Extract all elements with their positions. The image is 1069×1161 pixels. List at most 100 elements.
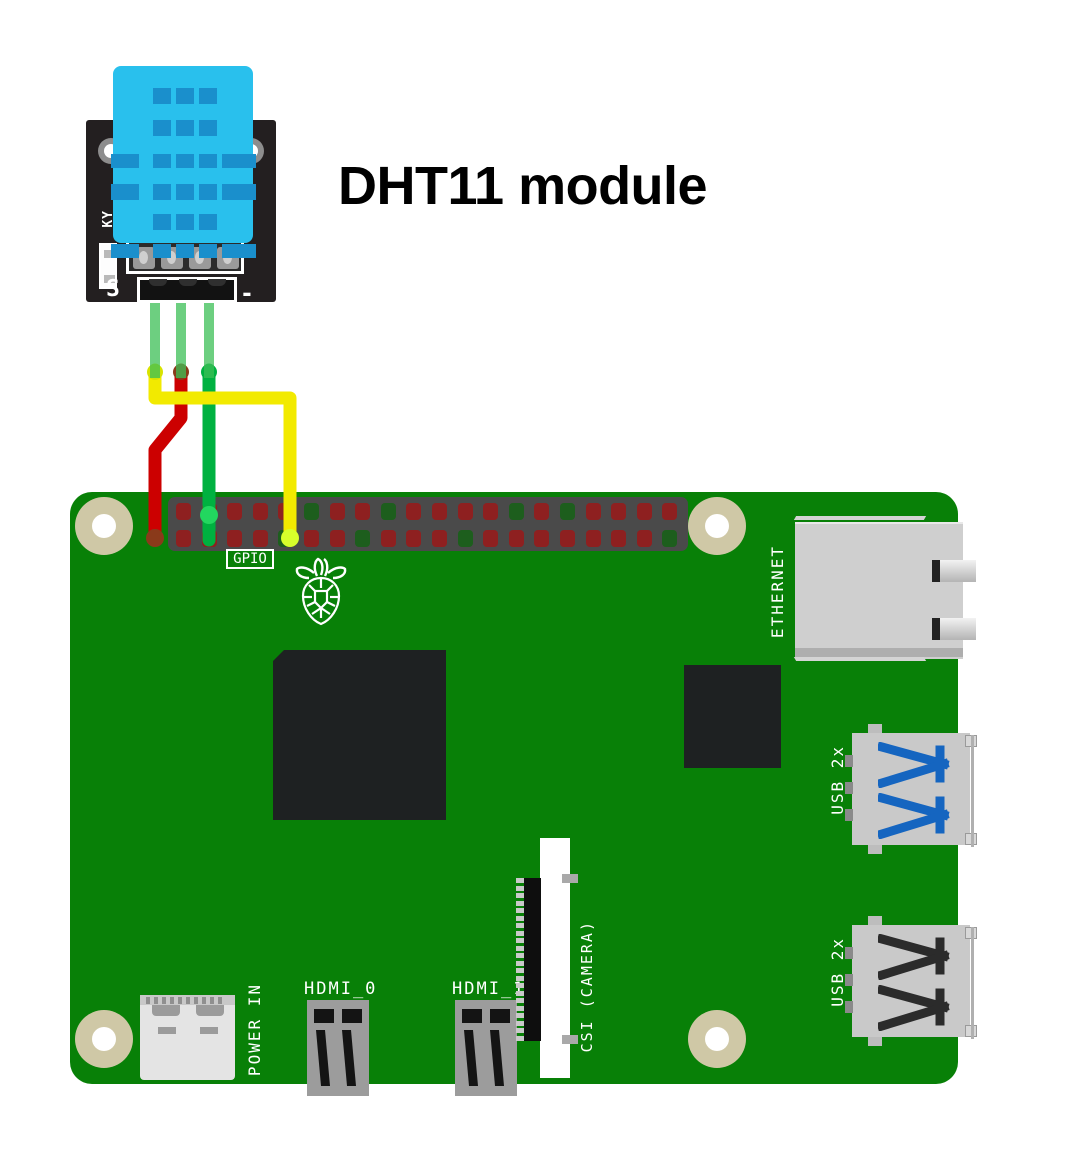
- gpio-pin[interactable]: [252, 530, 268, 547]
- gpio-pin[interactable]: [662, 530, 678, 547]
- dht11-vent: [199, 214, 217, 230]
- gpio-pin[interactable]: [380, 530, 396, 547]
- hdmi1-slot-right: [490, 1009, 510, 1023]
- usb3-tab-bottom: [868, 845, 882, 854]
- gpio-label: GPIO: [226, 549, 274, 569]
- csi-pin-tick: [516, 878, 524, 883]
- hdmi1-port[interactable]: [455, 1000, 517, 1096]
- usbc-tooth: [194, 997, 198, 1004]
- csi-pin-tick: [516, 975, 524, 981]
- gpio-pin[interactable]: [585, 503, 601, 520]
- power-in-label: POWER IN: [245, 983, 264, 1077]
- csi-pin-tick: [516, 1028, 524, 1033]
- csi-pin-tick: [516, 900, 524, 906]
- dht11-vent: [111, 154, 139, 168]
- usb3-pin-3: [845, 809, 853, 821]
- mounting-hole-bottom-left: [75, 1010, 133, 1068]
- gpio-pin[interactable]: [304, 530, 319, 547]
- dht11-vent: [222, 154, 256, 168]
- gpio-pin[interactable]: [560, 530, 575, 547]
- dht11-vent: [153, 120, 171, 136]
- gpio-pin[interactable]: [176, 503, 191, 520]
- dht11-vent: [153, 184, 171, 200]
- gpio-pin[interactable]: [611, 503, 627, 520]
- csi-camera-connector-body: [524, 878, 541, 1041]
- csi-tab-top: [562, 874, 578, 883]
- gpio-pin[interactable]: [483, 503, 499, 520]
- dht11-vent: [222, 244, 256, 258]
- gpio-pin[interactable]: [432, 503, 447, 520]
- usb2-connector-lower: [876, 984, 962, 1035]
- dht11-vent: [111, 244, 139, 258]
- csi-pin-tick: [516, 923, 524, 928]
- gpio-pin[interactable]: [534, 530, 550, 547]
- usbc-clip-right: [196, 1005, 224, 1016]
- gpio-pin[interactable]: [355, 530, 371, 547]
- gpio-pin[interactable]: [176, 530, 191, 547]
- dht11-side-text-label: KY: [101, 210, 116, 228]
- csi-pin-tick: [516, 960, 524, 966]
- csi-pin-tick: [516, 953, 524, 958]
- gpio-pin[interactable]: [534, 503, 550, 520]
- mounting-hole-top-right: [688, 497, 746, 555]
- gpio-pin[interactable]: [560, 503, 575, 520]
- dht-leg-1: [150, 300, 160, 378]
- gpio-pin[interactable]: [508, 503, 524, 520]
- soc-chip: [273, 650, 446, 820]
- gpio-pin[interactable]: [380, 503, 396, 520]
- hdmi0-slot-right: [342, 1009, 362, 1023]
- power-in-port[interactable]: [140, 995, 235, 1080]
- usb2-pin-3: [845, 1001, 853, 1013]
- gpio-pin[interactable]: [457, 530, 473, 547]
- dht11-vent: [153, 214, 171, 230]
- gpio-pin[interactable]: [227, 503, 243, 520]
- hdmi0-slot-left: [314, 1009, 334, 1023]
- usbc-tooth: [218, 997, 222, 1004]
- gpio-pin[interactable]: [508, 530, 524, 547]
- gpio-pin[interactable]: [252, 503, 268, 520]
- gpio-pin[interactable]: [355, 503, 371, 520]
- dht11-vent: [199, 154, 217, 168]
- gpio-pin[interactable]: [406, 530, 422, 547]
- gpio-pin[interactable]: [483, 530, 499, 547]
- dht-leg-3: [204, 300, 214, 378]
- gpio-pin[interactable]: [227, 530, 243, 547]
- wiring-harness: [146, 363, 299, 547]
- csi-pin-tick: [516, 1035, 524, 1041]
- hdmi0-port[interactable]: [307, 1000, 369, 1096]
- gpio-pin[interactable]: [662, 503, 678, 520]
- usb2-edge: [971, 927, 974, 1039]
- dht11-ground-pin-label: -: [240, 281, 254, 307]
- dht11-vent: [199, 120, 217, 136]
- csi-pin-tick: [516, 930, 524, 936]
- dht11-side-slot-bottom: [104, 275, 115, 283]
- page-title: DHT11 module: [338, 156, 708, 216]
- mounting-hole-top-left: [75, 497, 133, 555]
- gpio-pin[interactable]: [329, 503, 345, 520]
- gpio-pin[interactable]: [432, 530, 447, 547]
- dht11-vent: [111, 184, 139, 200]
- gpio-pin[interactable]: [406, 503, 422, 520]
- dht11-header-notch: [208, 279, 226, 286]
- gpio-pin[interactable]: [585, 530, 601, 547]
- csi-pin-tick: [516, 983, 524, 988]
- hdmi0-label: HDMI_0: [304, 979, 378, 999]
- dht11-vent: [176, 120, 194, 136]
- usb3-connector-lower: [876, 792, 962, 843]
- dht11-header-notch: [179, 279, 197, 286]
- gpio-pin[interactable]: [636, 503, 652, 520]
- gpio-pin[interactable]: [636, 530, 652, 547]
- usb2-label: USB 2x: [828, 937, 847, 1007]
- gpio-pin[interactable]: [457, 503, 473, 520]
- secondary-chip: [684, 665, 781, 768]
- usbc-contact-left: [158, 1027, 176, 1034]
- csi-pin-tick: [516, 1005, 524, 1011]
- gpio-pin[interactable]: [329, 530, 345, 547]
- dht11-vent: [176, 244, 194, 258]
- gpio-pin[interactable]: [304, 503, 319, 520]
- csi-pin-tick: [516, 945, 524, 951]
- usb2-connector-upper: [876, 933, 962, 984]
- dht11-pin-header[interactable]: [137, 277, 237, 303]
- usbc-tooth: [146, 997, 150, 1004]
- gpio-pin[interactable]: [611, 530, 627, 547]
